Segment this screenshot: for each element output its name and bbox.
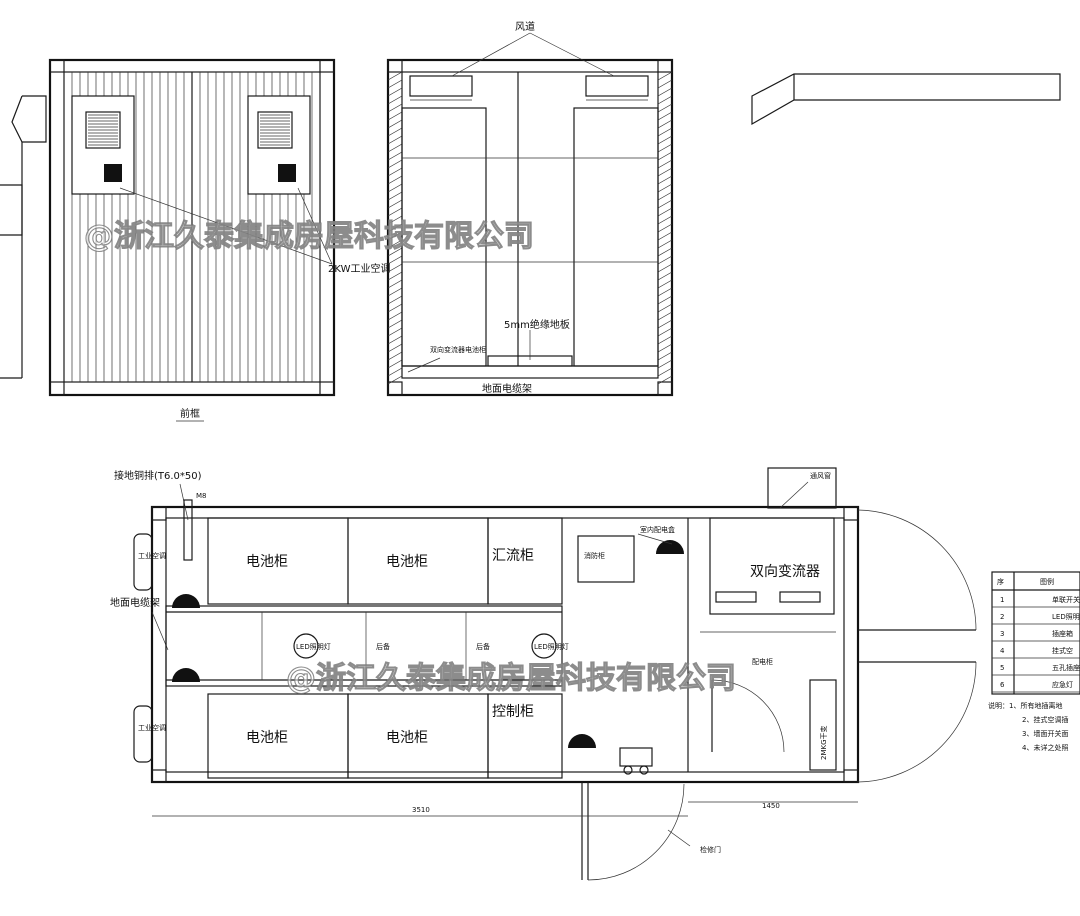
watermark-top: @浙江久泰集成房屋科技有限公司: [84, 219, 534, 254]
legend-table: 序 图例 1 单联开关 2 LED照明 3 插座箱 4 挂式空 5 五孔插座 6 应急灯: [991, 571, 1080, 695]
legend-row-desc: LED照明: [1052, 613, 1080, 621]
watermark-bottom: @浙江久泰集成房屋科技有限公司: [286, 661, 736, 696]
legend-row-no: 5: [1000, 664, 1004, 672]
door-corrugation: [71, 72, 313, 382]
combiner-cabinet: 汇流柜: [492, 548, 534, 564]
legend-row-no: 1: [1000, 596, 1004, 604]
led-label-1: LED照明灯: [296, 642, 331, 651]
floor-label: 5mm绝缘地板: [504, 318, 570, 331]
plan-tray-label: 地面电缆架: [110, 596, 160, 609]
legend-row-no: 3: [1000, 630, 1004, 638]
legend-row-no: 4: [1000, 647, 1005, 655]
ac-unit-label-top: 工业空调: [138, 551, 166, 560]
control-cabinet: 控制柜: [492, 704, 534, 720]
legend-row-desc: 挂式空: [1052, 646, 1073, 655]
dist-box-label: 室内配电盒: [640, 525, 675, 534]
battery-cabinet-2: 电池柜: [386, 554, 428, 570]
note-line: 4、未详之处照: [1022, 743, 1068, 752]
front-view: 2KW工业空调 前框: [0, 58, 390, 422]
mid-label-2: 后备: [476, 642, 490, 651]
battery-cabinet-1: 电池柜: [246, 554, 288, 570]
dim-left: 3510: [412, 806, 430, 814]
elec-cabinet: 配电柜: [752, 657, 773, 666]
legend-row-no: 2: [1000, 613, 1004, 621]
roof-perspective: [751, 73, 1061, 126]
duct-label: 风道: [515, 20, 535, 33]
note-line: 3、墙面开关面: [1022, 729, 1068, 738]
front-caption: 前框: [180, 407, 200, 420]
section-view: 风道 5mm绝缘地板 双向变流器电池柜 地面电缆架: [386, 20, 674, 397]
battery-cabinet-3: 电池柜: [246, 730, 288, 746]
note-line: 说明：1、所有地插离地: [988, 701, 1062, 710]
dim-right: 1450: [762, 802, 780, 810]
ac-grill-icon: [88, 114, 118, 146]
legend-header-no: 序: [997, 577, 1004, 586]
legend-header-icon: 图例: [1040, 577, 1054, 586]
notes: 说明：1、所有地插离地 2、挂式空调插 3、墙面开关面 4、未详之处照: [988, 701, 1068, 752]
wall-insulation-hatch: [387, 71, 673, 385]
floor-plan: 工业空调 工业空调 接地铜排(T6.0*50) M8 地面电缆架 电池柜 电池柜…: [110, 467, 977, 881]
ground-bar-label: 接地铜排(T6.0*50): [114, 469, 202, 482]
dry-transformer-label: 2MKG干变: [819, 725, 828, 760]
legend-row-desc: 五孔插座: [1052, 663, 1080, 672]
ac-grill-icon: [260, 114, 290, 146]
ac-unit-label-bottom: 工业空调: [138, 723, 166, 732]
led-label-2: LED照明灯: [534, 642, 569, 651]
fire-cabinet: 消防柜: [584, 551, 605, 560]
pcs-cabinet: 双向变流器: [750, 564, 820, 580]
vent-label: 通风窗: [810, 471, 831, 480]
legend-row-desc: 应急灯: [1052, 680, 1073, 689]
legend-row-desc: 插座箱: [1052, 629, 1073, 638]
ground-m-label: M8: [196, 492, 207, 500]
legend-row-no: 6: [1000, 681, 1005, 689]
section-tray-label: 地面电缆架: [482, 382, 532, 395]
mid-label-1: 后备: [376, 642, 390, 651]
legend-rows: 序 图例 1 单联开关 2 LED照明 3 插座箱 4 挂式空 5 五孔插座 6 应急灯: [992, 577, 1080, 693]
battery-cabinet-4: 电池柜: [386, 730, 428, 746]
rack-label: 双向变流器电池柜: [430, 345, 486, 354]
service-door-label: 检修门: [700, 845, 721, 854]
ac-label: 2KW工业空调: [328, 262, 390, 275]
legend-row-desc: 单联开关: [1052, 595, 1080, 604]
emergency-lamp-icon: [172, 540, 684, 748]
note-line: 2、挂式空调插: [1022, 715, 1068, 724]
